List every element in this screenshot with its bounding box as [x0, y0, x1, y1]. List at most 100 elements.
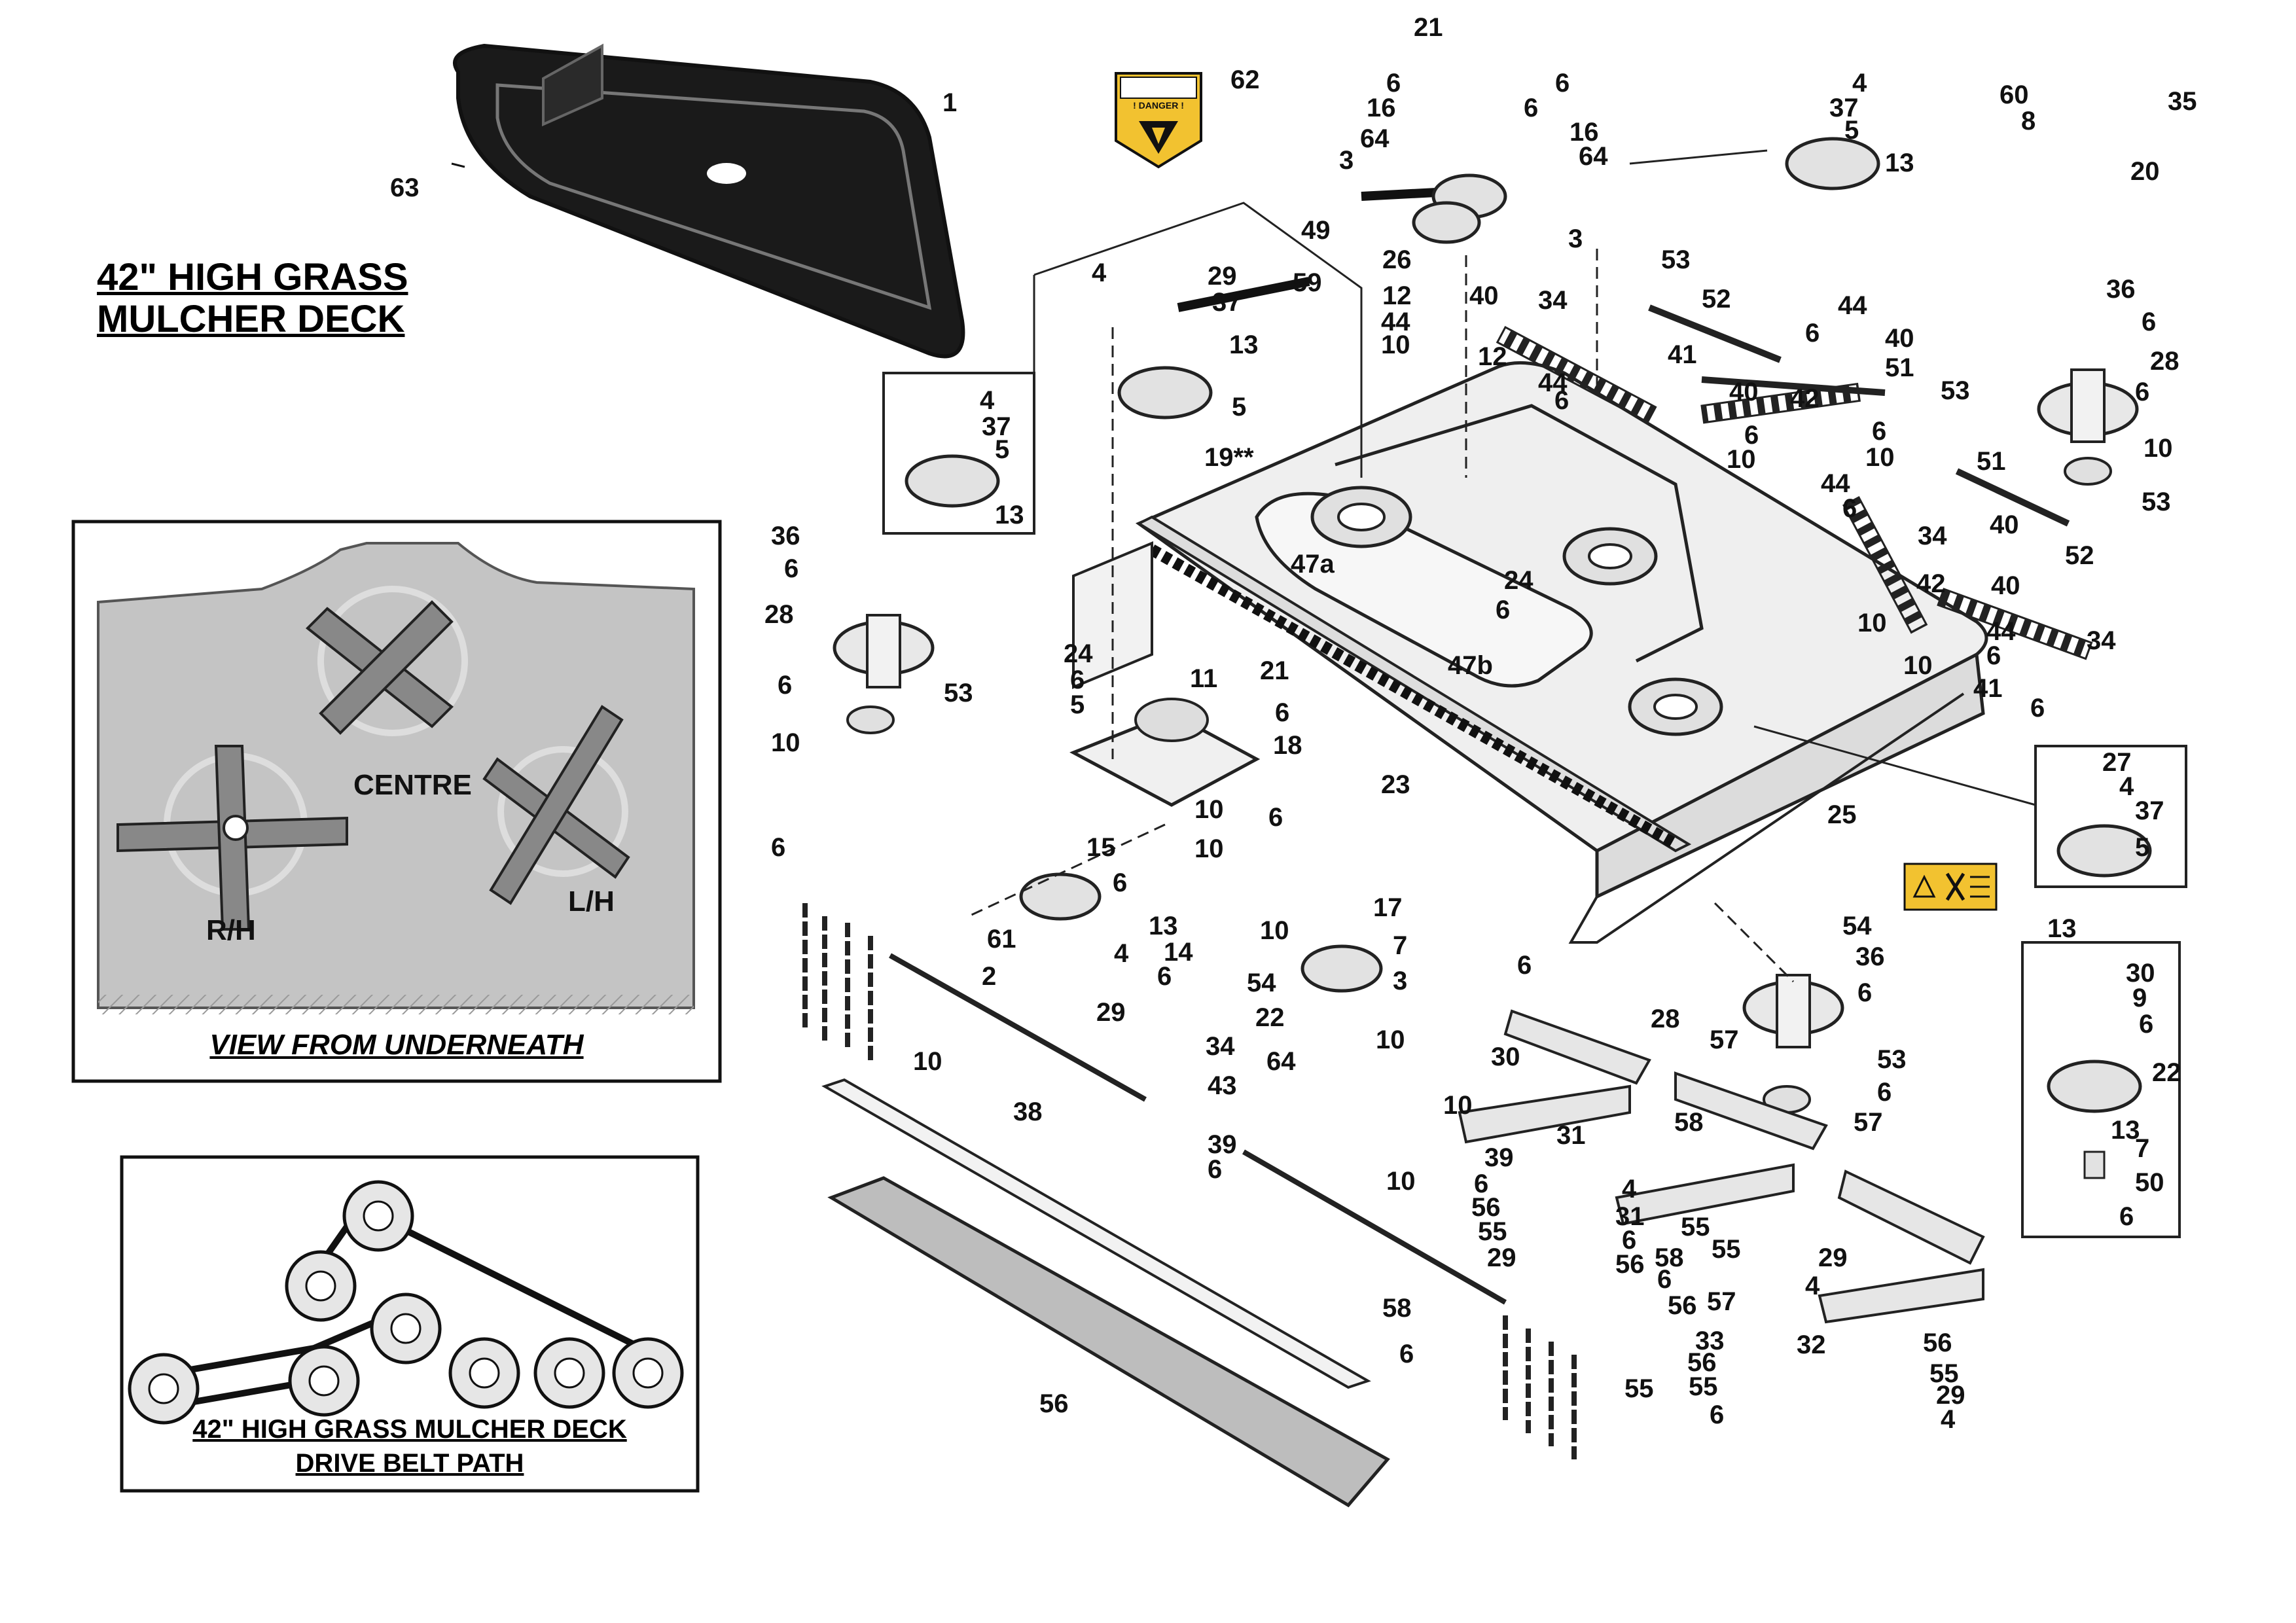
- title-line1: 42" HIGH GRASS: [97, 256, 408, 298]
- callout: 53: [1661, 245, 1691, 274]
- callout: 14: [1164, 938, 1193, 967]
- callout: 55: [1681, 1213, 1710, 1241]
- callout: 56: [1923, 1329, 1952, 1357]
- callout: 37: [1829, 94, 1859, 122]
- callout: 6: [1744, 421, 1759, 450]
- callout: 53: [1877, 1045, 1907, 1074]
- title-line2: MULCHER DECK: [97, 298, 405, 340]
- callout: 30: [2126, 959, 2155, 988]
- callout: 4: [980, 386, 995, 415]
- callout: 7: [2135, 1134, 2149, 1163]
- callout: 30: [1491, 1043, 1520, 1071]
- callout: 56: [1668, 1291, 1697, 1320]
- label-rh: R/H: [206, 914, 256, 946]
- callout: 1: [942, 88, 957, 117]
- callout: 10: [1194, 834, 1224, 863]
- callout: 7: [1393, 931, 1407, 960]
- callout: 41: [1973, 674, 2003, 703]
- callout: 21: [1414, 13, 1443, 42]
- callout: 6: [1268, 803, 1283, 832]
- callout: 28: [764, 600, 794, 629]
- callout: 38: [1013, 1097, 1043, 1126]
- inset-box-pulley-left: [882, 372, 1035, 535]
- callout: 13: [2111, 1116, 2140, 1145]
- callout: 9: [2132, 984, 2147, 1012]
- chains: [1496, 325, 2093, 660]
- callout: 56: [1039, 1389, 1069, 1418]
- callout: 64: [1360, 124, 1390, 153]
- callout: 34: [1918, 522, 1947, 550]
- callout: 24: [1064, 639, 1093, 668]
- callout: 6: [1657, 1265, 1672, 1294]
- callout: 42: [1916, 569, 1946, 598]
- callout: 26: [1382, 245, 1412, 274]
- callout: 27: [2102, 748, 2132, 777]
- callout: 15: [1086, 833, 1116, 862]
- callout: 55: [1624, 1374, 1654, 1403]
- callout: 49: [1301, 216, 1331, 245]
- callout: 64: [1579, 142, 1608, 171]
- callout: 44: [1838, 291, 1867, 320]
- callout: 6: [1986, 641, 2001, 670]
- callout: 6: [1842, 494, 1857, 523]
- callout: 36: [2106, 275, 2136, 304]
- callout: 6: [1554, 386, 1569, 415]
- callout: 6: [1070, 666, 1085, 694]
- callout: 56: [1471, 1193, 1501, 1222]
- deck-pulleys: [1310, 486, 1723, 736]
- flap-bar-part-45: [821, 1078, 1371, 1389]
- callout: 29: [1096, 998, 1126, 1027]
- callout: 57: [1854, 1108, 1883, 1137]
- callout: 64: [1266, 1047, 1296, 1076]
- belt-path-caption-line1: 42" HIGH GRASS MULCHER DECK: [192, 1415, 627, 1444]
- spindle-assembly-centre: [1742, 974, 1844, 1114]
- front-rail: [1072, 515, 1692, 853]
- callout: 4: [1941, 1405, 1956, 1434]
- belt-path-caption-line2: DRIVE BELT PATH: [295, 1449, 524, 1478]
- callout: 6: [1710, 1400, 1724, 1429]
- callout: 13: [1149, 912, 1178, 940]
- callout: 57: [1710, 1026, 1739, 1054]
- callout: 37: [1212, 288, 1242, 317]
- callout: 22: [2152, 1058, 2181, 1087]
- callout: 60: [2000, 80, 2029, 109]
- callout: 10: [1376, 1026, 1405, 1054]
- callout: 12: [1382, 281, 1412, 310]
- callout: 34: [1206, 1032, 1235, 1061]
- callout: 4: [2119, 772, 2134, 801]
- label-centre: CENTRE: [353, 769, 472, 801]
- callout: 40: [1990, 510, 2019, 539]
- callout: 56: [1687, 1348, 1717, 1377]
- callout: 29: [1818, 1243, 1848, 1272]
- callout: 40: [1991, 571, 2020, 600]
- callout: 20: [2130, 157, 2160, 186]
- callout: 34: [1538, 286, 1568, 315]
- callout: 16: [1367, 94, 1396, 122]
- callout: 6: [1877, 1078, 1892, 1107]
- callout: 35: [2168, 87, 2197, 116]
- idler-bracket-part-18: [1069, 698, 1261, 807]
- callout: 55: [1929, 1359, 1959, 1388]
- callout: 6: [771, 833, 785, 862]
- callout: 6: [1524, 94, 1538, 122]
- front-flap-part-46: [827, 1176, 1390, 1508]
- callout: 37: [982, 412, 1011, 441]
- callout: 6: [1275, 698, 1289, 727]
- callout: 10: [1865, 443, 1895, 472]
- callout: 40: [1729, 378, 1759, 406]
- callout: 58: [1655, 1243, 1684, 1272]
- callout: 12: [1478, 342, 1507, 371]
- callout: 2: [982, 962, 996, 991]
- callout: 44: [1381, 308, 1410, 336]
- assembly-leader-lines: [968, 149, 2036, 983]
- callout: 6: [1555, 69, 1570, 98]
- warning-decal-part-61: [1903, 863, 1998, 911]
- callout: 5: [995, 435, 1009, 464]
- callout: 10: [913, 1047, 942, 1076]
- callout: 36: [771, 522, 800, 550]
- callout: 6: [2139, 1010, 2153, 1039]
- callout: 36: [1856, 942, 1885, 971]
- danger-decal-text: ! DANGER !: [1133, 100, 1184, 111]
- callout: 10: [1727, 445, 1756, 474]
